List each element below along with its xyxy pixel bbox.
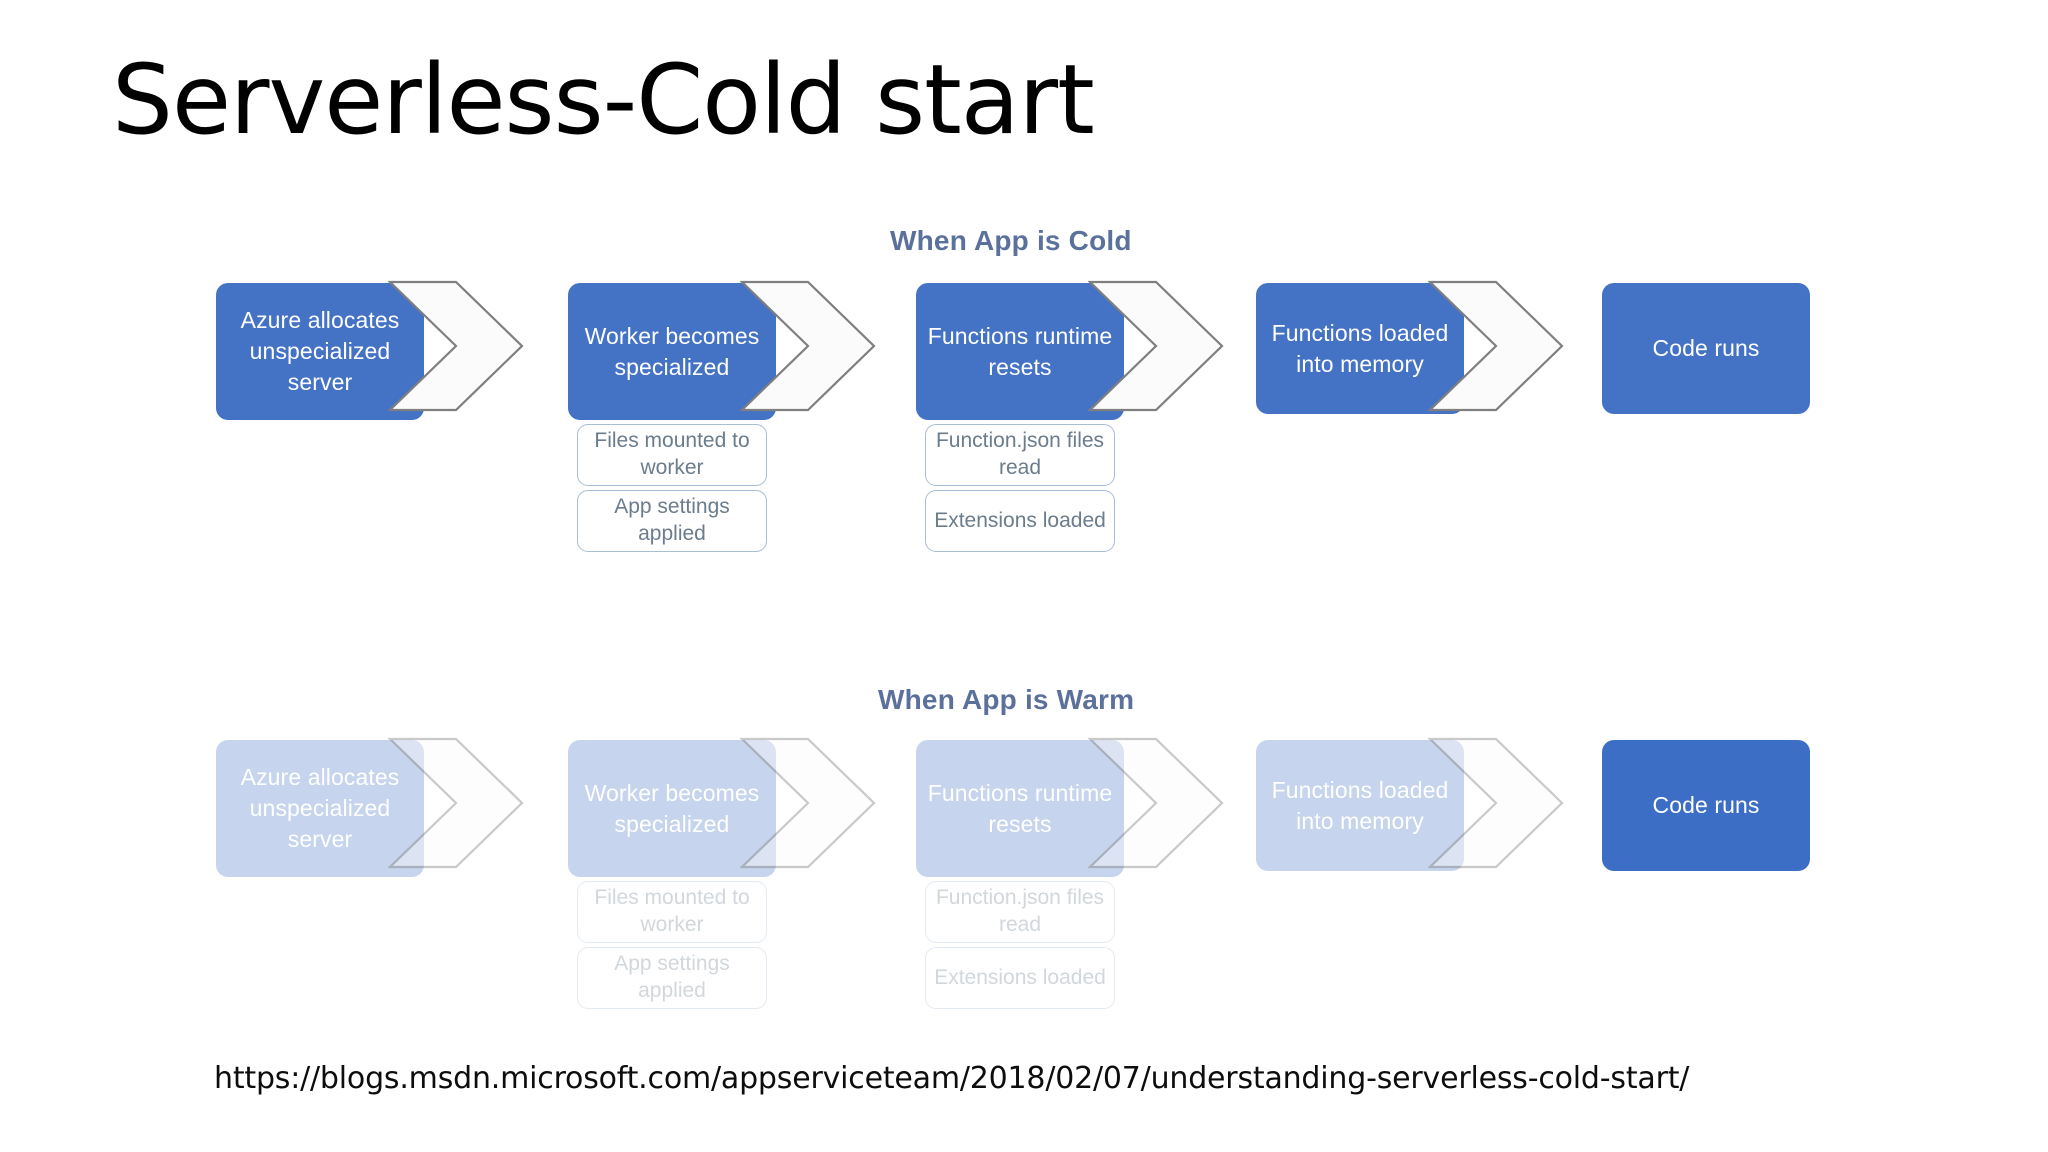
stage-warm-2[interactable]: Worker becomes specialized Files mounted…	[568, 740, 776, 1009]
stage-warm-3[interactable]: Functions runtime resets Function.json f…	[916, 740, 1124, 1009]
chevron-icon-warm-4	[1428, 737, 1564, 869]
stage-label: Code runs	[1602, 283, 1810, 414]
sub-step: App settings applied	[577, 947, 767, 1009]
sub-step: App settings applied	[577, 490, 767, 552]
chevron-icon-cold-2	[740, 280, 876, 412]
stage-label: Functions runtime resets	[916, 740, 1124, 877]
stage-cold-4[interactable]: Functions loaded into memory	[1256, 283, 1464, 414]
stage-cold-1[interactable]: Azure allocates unspecialized server	[216, 283, 424, 420]
stage-warm-4[interactable]: Functions loaded into memory	[1256, 740, 1464, 871]
stage-label: Functions loaded into memory	[1256, 740, 1464, 871]
stage-label: Worker becomes specialized	[568, 283, 776, 420]
sub-step: Files mounted to worker	[577, 424, 767, 486]
stage-cold-5[interactable]: Code runs	[1602, 283, 1810, 414]
chevron-icon-warm-3	[1088, 737, 1224, 869]
stage-label: Code runs	[1602, 740, 1810, 871]
sub-step: Function.json files read	[925, 424, 1115, 486]
sub-step: Extensions loaded	[925, 490, 1115, 552]
section-title-cold: When App is Cold	[890, 225, 1132, 256]
chevron-icon-cold-1	[388, 280, 524, 412]
stage-label: Azure allocates unspecialized server	[216, 740, 424, 877]
chevron-icon-warm-1	[388, 737, 524, 869]
stage-label: Functions runtime resets	[916, 283, 1124, 420]
sub-step: Files mounted to worker	[577, 881, 767, 943]
stage-label: Worker becomes specialized	[568, 740, 776, 877]
stage-warm-5[interactable]: Code runs	[1602, 740, 1810, 871]
chevron-icon-cold-4	[1428, 280, 1564, 412]
stage-cold-3[interactable]: Functions runtime resets Function.json f…	[916, 283, 1124, 552]
sub-step: Function.json files read	[925, 881, 1115, 943]
stage-label: Azure allocates unspecialized server	[216, 283, 424, 420]
stage-warm-1[interactable]: Azure allocates unspecialized server	[216, 740, 424, 877]
stage-cold-2[interactable]: Worker becomes specialized Files mounted…	[568, 283, 776, 552]
sub-step: Extensions loaded	[925, 947, 1115, 1009]
section-title-warm: When App is Warm	[878, 684, 1135, 715]
stage-label: Functions loaded into memory	[1256, 283, 1464, 414]
page-title: Serverless-Cold start	[112, 44, 1095, 156]
chevron-icon-warm-2	[740, 737, 876, 869]
chevron-icon-cold-3	[1088, 280, 1224, 412]
source-url-text: https://blogs.msdn.microsoft.com/appserv…	[214, 1061, 1690, 1096]
